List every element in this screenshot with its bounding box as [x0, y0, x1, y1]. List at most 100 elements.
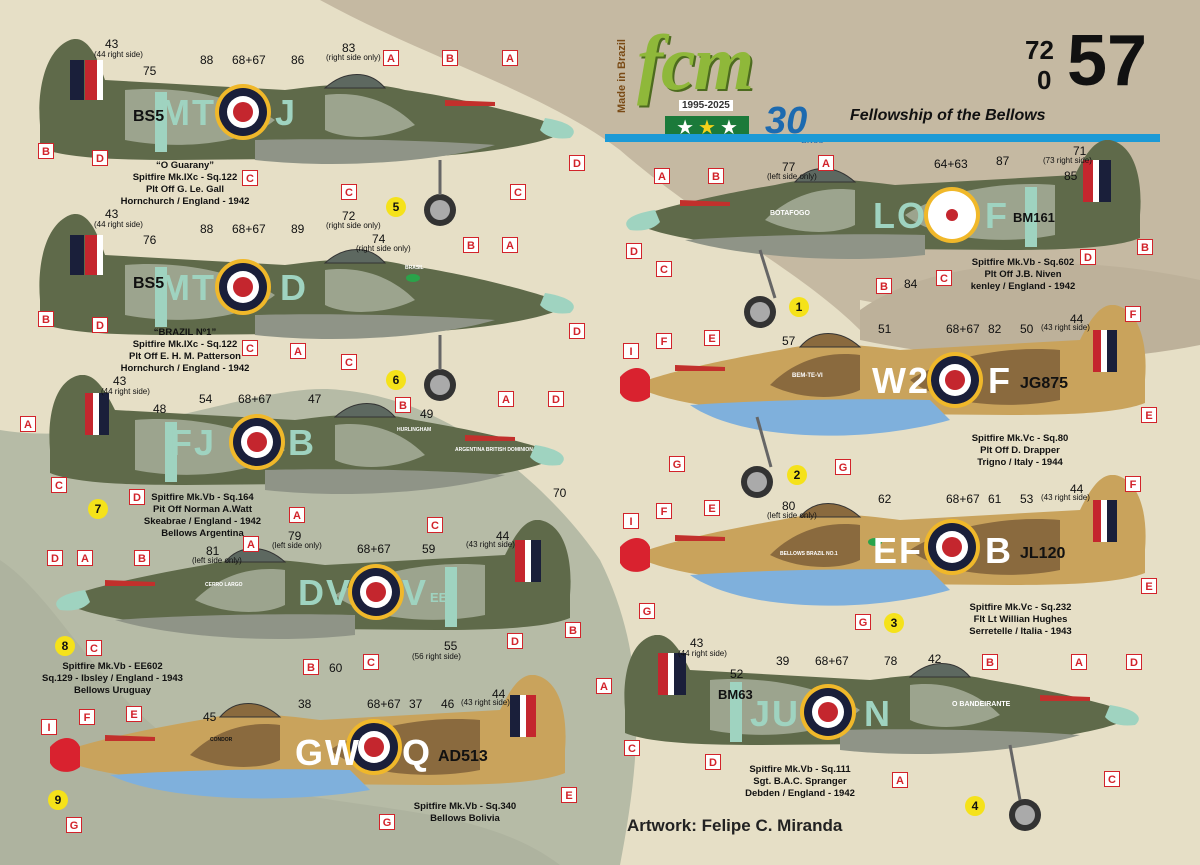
stencil-number: 49 [420, 407, 434, 421]
aircraft-9: GW Q AD513 CONDOR [40, 675, 580, 820]
stencil-note: (right side only) [326, 53, 381, 62]
stencil-number: 57 [782, 334, 796, 348]
paint-callout: B [982, 654, 998, 670]
aircraft-number-badge: 8 [55, 636, 75, 656]
paint-callout: B [442, 50, 458, 66]
paint-callout: B [876, 278, 892, 294]
stencil-number: 84 [904, 277, 918, 291]
spitfire-silhouette [39, 39, 574, 226]
aircraft-number-badge: 1 [789, 297, 809, 317]
paint-callout: A [289, 507, 305, 523]
stencil-number: 45 [203, 710, 217, 724]
stencil-number: 53 [1020, 492, 1034, 506]
paint-callout: C [936, 270, 952, 286]
stencil-number: 81 [206, 544, 220, 558]
stencil-note: (right side only) [326, 221, 381, 230]
paint-callout: D [569, 323, 585, 339]
paint-callout: I [623, 343, 639, 359]
stencil-number: 79 [288, 529, 302, 543]
paint-callout: A [383, 50, 399, 66]
star-icon: ★ [698, 117, 716, 139]
serial: BS5 [133, 108, 165, 125]
stencil-note: (43 right side) [466, 540, 515, 549]
stencil-number: 80 [782, 499, 796, 513]
stencil-number: 60 [329, 661, 343, 675]
stencil-note: (43 right side) [1041, 493, 1090, 502]
paint-callout: D [1126, 654, 1142, 670]
paint-callout: I [623, 513, 639, 529]
paint-callout: D [92, 317, 108, 333]
brand-stars: ★ ★ ★ [665, 116, 749, 140]
paint-callout: G [855, 614, 871, 630]
brand-years: 1995-2025 [679, 100, 733, 111]
paint-callout: C [242, 340, 258, 356]
aircraft-letter: F [988, 360, 1012, 401]
nose-art-text: ARGENTINA BRITISH DOMINION [455, 447, 533, 453]
paint-callout: A [502, 50, 518, 66]
stencil-number: 86 [291, 53, 305, 67]
nose-art-text: BELLOWS BRAZIL NO.1 [780, 551, 838, 557]
stencil-number: 38 [298, 697, 312, 711]
aircraft-number-badge: 5 [386, 197, 406, 217]
aircraft-letter: Q [402, 732, 433, 773]
nose-art-text: CONDOR [210, 737, 233, 743]
spitfire-silhouette [620, 305, 1146, 498]
stencil-number: 42 [928, 652, 942, 666]
aircraft-5: MT J BS5 [25, 30, 590, 230]
aircraft-8: DV V EE6 CERRO LARGO [40, 520, 585, 670]
paint-callout: D [129, 489, 145, 505]
stencil-number: 74 [372, 232, 386, 246]
aircraft-letter: D [280, 267, 308, 308]
stencil-number: 68+67 [232, 53, 266, 67]
stencil-note: (44 right side) [101, 387, 150, 396]
paint-callout: A [892, 772, 908, 788]
stencil-note: (right side only) [356, 244, 411, 253]
aircraft-3: EF B JL120 BELLOWS BRAZIL NO.1 [615, 475, 1160, 625]
stencil-number: 54 [199, 392, 213, 406]
paint-callout: B [38, 311, 54, 327]
stencil-number: 88 [200, 222, 214, 236]
paint-callout: G [835, 459, 851, 475]
nose-art-text: BRASIL [405, 265, 424, 271]
sheet-number: 57 [1067, 21, 1148, 101]
stencil-number: 88 [200, 53, 214, 67]
stencil-number: 44 [496, 529, 510, 543]
stencil-note: (43 right side) [1041, 323, 1090, 332]
stencil-note: (left side only) [767, 511, 817, 520]
spitfire-silhouette [620, 475, 1146, 606]
scale-bottom: 0 [1037, 65, 1052, 95]
stencil-number: 55 [444, 639, 458, 653]
stencil-number: 68+67 [946, 492, 980, 506]
star-icon: ★ [719, 117, 738, 139]
paint-callout: C [510, 184, 526, 200]
stencil-number: 75 [143, 64, 157, 78]
paint-callout: D [569, 155, 585, 171]
stencil-note: (left side only) [272, 541, 322, 550]
serial: JG875 [1020, 375, 1069, 392]
aircraft-letter: J [275, 92, 298, 133]
stencil-number: 85 [1064, 169, 1078, 183]
paint-callout: D [47, 550, 63, 566]
paint-callout: G [669, 456, 685, 472]
squadron-code: DV [298, 572, 353, 613]
tagline: Fellowship of the Bellows [850, 107, 1046, 124]
paint-callout: D [548, 391, 564, 407]
paint-callout: A [596, 678, 612, 694]
paint-callout: G [639, 603, 655, 619]
scale-top: 72 [1025, 35, 1054, 65]
stencil-number: 68+67 [367, 697, 401, 711]
paint-callout: C [86, 640, 102, 656]
paint-callout: B [38, 143, 54, 159]
paint-callout: D [626, 243, 642, 259]
paint-callout: D [1080, 249, 1096, 265]
made-in-label: Made in Brazil [616, 39, 628, 113]
stencil-number: 68+67 [238, 392, 272, 406]
serial: BM161 [1013, 210, 1055, 225]
aircraft-4: JU N BM63 O BANDEIRANTE [620, 635, 1160, 835]
stencil-number: 59 [422, 542, 436, 556]
paint-callout: F [1125, 476, 1141, 492]
